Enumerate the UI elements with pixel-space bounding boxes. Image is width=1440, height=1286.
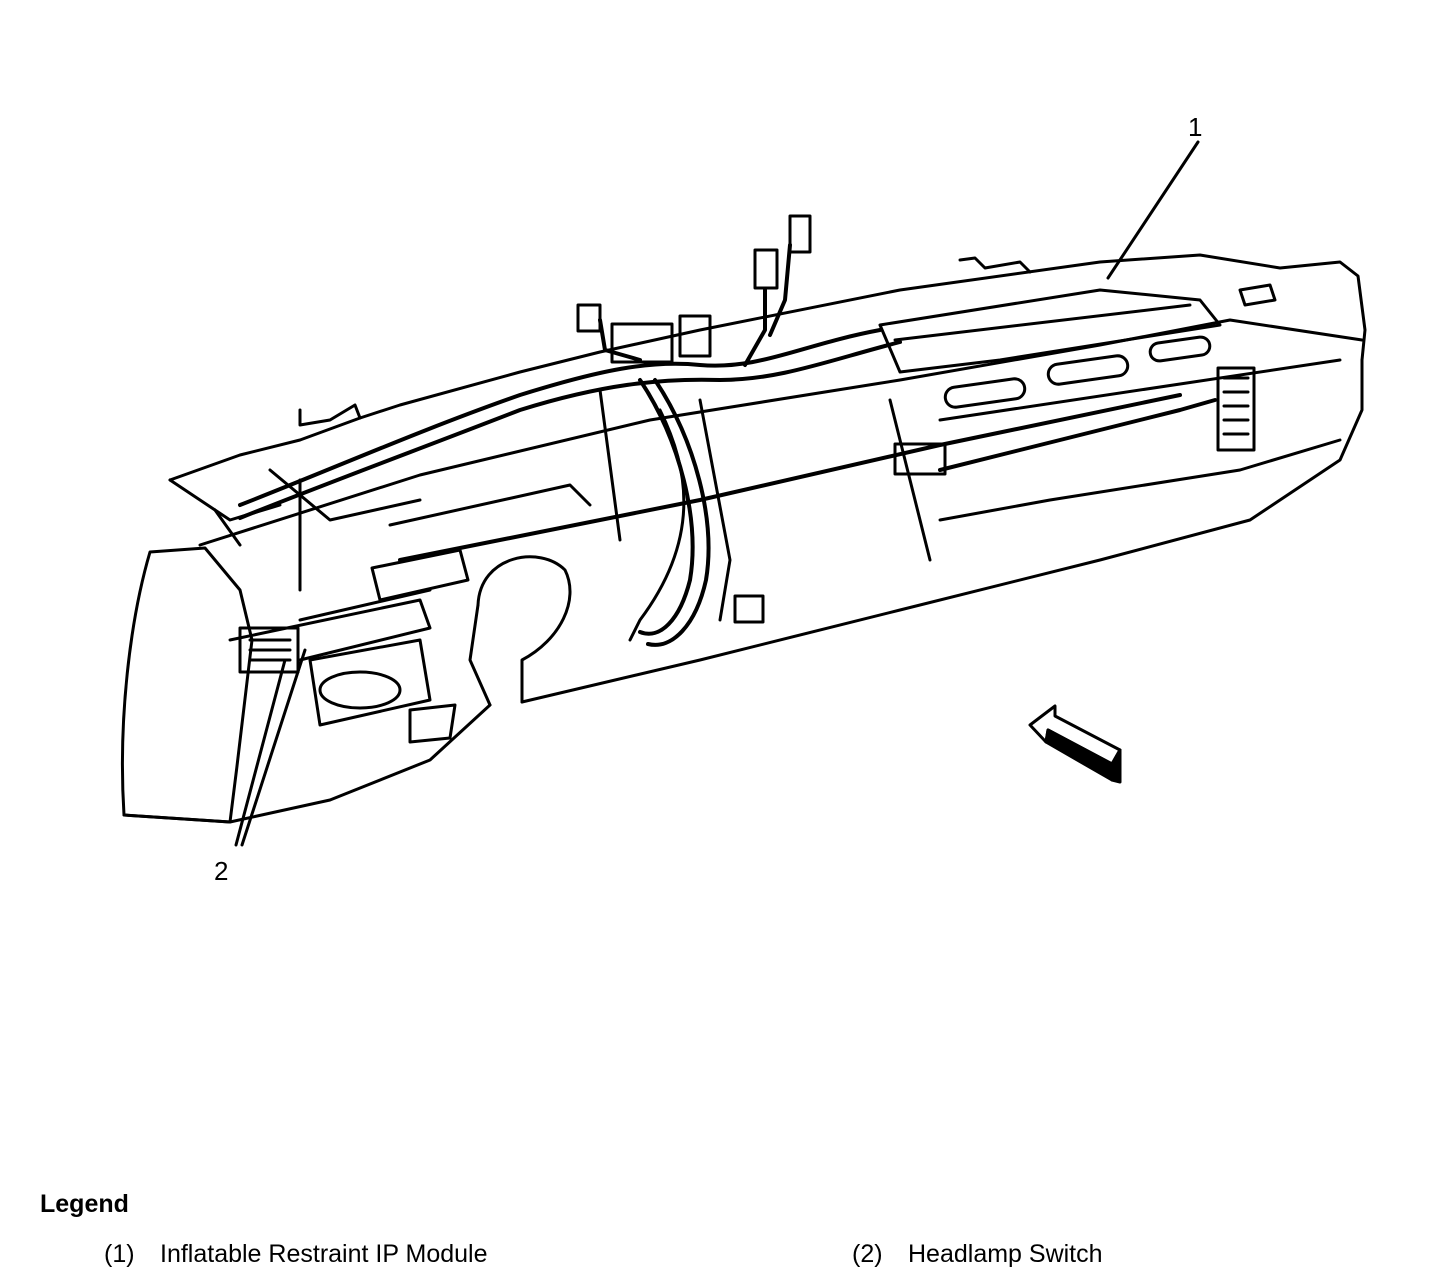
legend-item-number: (1) [104, 1240, 135, 1268]
callout-1: 1 [1188, 112, 1203, 142]
legend-title: Legend [40, 1190, 129, 1218]
leader-line-1 [1106, 140, 1200, 280]
harness-connectors [576, 214, 1256, 624]
leader-line-2a [234, 658, 287, 847]
legend: Legend (1) Inflatable Restraint IP Module… [40, 1190, 1420, 1280]
legend-item: (1) Inflatable Restraint IP Module [104, 1240, 488, 1269]
headlamp-switch [238, 626, 300, 674]
legend-item-label: Inflatable Restraint IP Module [160, 1240, 488, 1268]
bulkhead-connector [1216, 366, 1256, 452]
wiring-harness [238, 243, 1217, 647]
view-direction-arrow [1028, 704, 1122, 784]
leader-line-2b [240, 648, 307, 847]
headlamp-switch-assembly [228, 548, 470, 744]
callout-2: 2 [214, 856, 229, 886]
instrument-panel-carrier [120, 253, 1367, 824]
legend-item: (2) Headlamp Switch [852, 1240, 1103, 1269]
legend-item-label: Headlamp Switch [908, 1240, 1103, 1268]
instrument-panel-illustration [120, 140, 1367, 847]
legend-item-number: (2) [852, 1240, 883, 1268]
leader-lines [234, 140, 1200, 847]
